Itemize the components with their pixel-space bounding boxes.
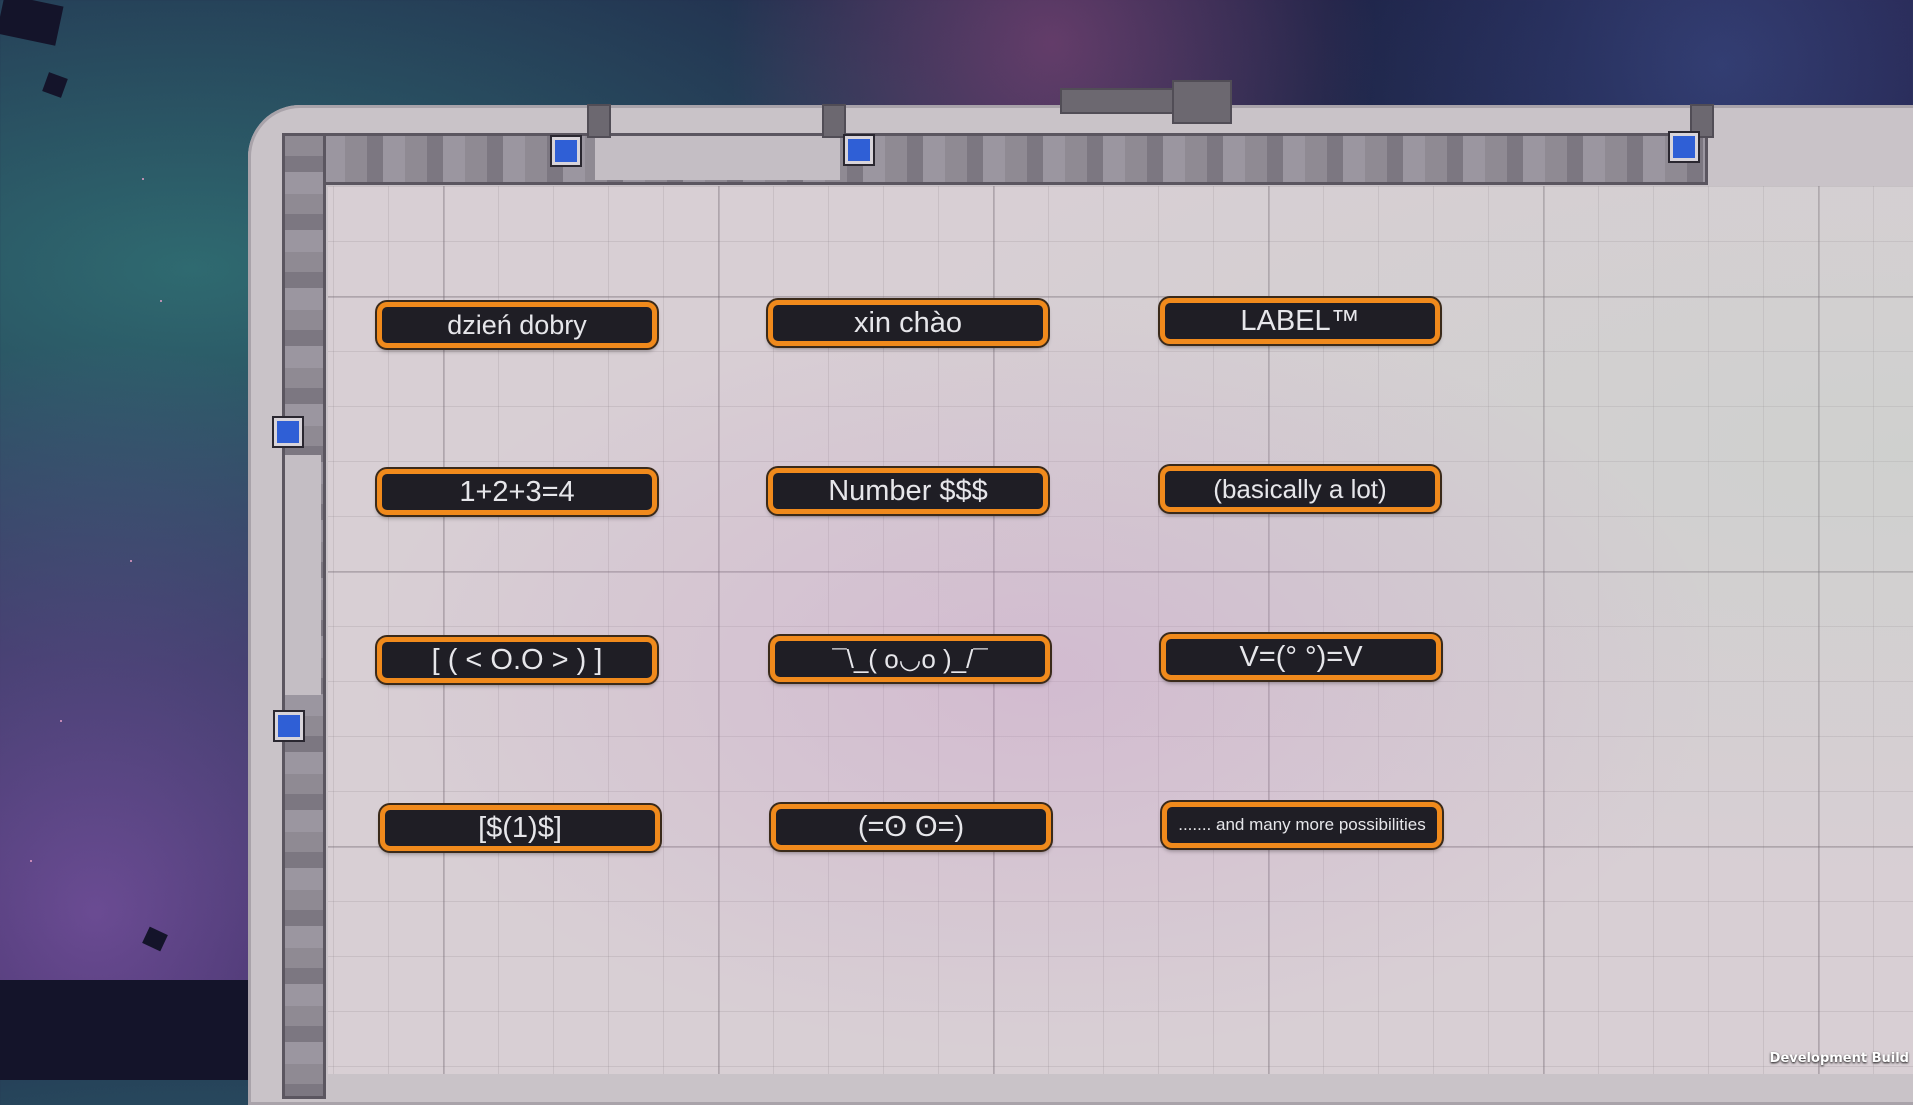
label-plate[interactable]: xin chào [768,300,1048,346]
label-plate[interactable]: ¯\_( o◡o )_/¯ [770,636,1050,682]
connector-port[interactable] [552,137,580,165]
connector-port[interactable] [845,136,873,164]
label-plate[interactable]: ....... and many more possibilities [1162,802,1442,848]
machine-block [1172,80,1232,124]
debris-piece [0,980,250,1080]
machine-block [1690,104,1714,138]
connector-port[interactable] [1670,133,1698,161]
connector-port[interactable] [275,712,303,740]
development-build-watermark: Development Build [1769,1051,1909,1066]
debris-piece [42,72,68,98]
top-rail-gap [595,136,840,180]
label-plate[interactable]: Number $$$ [768,468,1048,514]
top-conveyor-rail [282,133,1708,185]
label-plate[interactable]: (basically a lot) [1160,466,1440,512]
connector-port[interactable] [274,418,302,446]
star [130,560,132,562]
star [160,300,162,302]
game-board[interactable] [328,186,1913,1074]
label-plate[interactable]: (=ʘ ʘ=) [771,804,1051,850]
left-rail-gap [285,455,321,695]
label-plate[interactable]: dzień dobry [377,302,657,348]
label-plate[interactable]: LABEL™ [1160,298,1440,344]
label-plate[interactable]: V=(° °)=V [1161,634,1441,680]
label-plate[interactable]: 1+2+3=4 [377,469,657,515]
star [30,860,32,862]
star [142,178,144,180]
label-plate[interactable]: [$(1)$] [380,805,660,851]
debris-piece [142,926,168,952]
debris-piece [0,0,64,46]
star [60,720,62,722]
machine-block [587,104,611,138]
machine-block [822,104,846,138]
label-plate[interactable]: [ ( < O.O > ) ] [377,637,657,683]
